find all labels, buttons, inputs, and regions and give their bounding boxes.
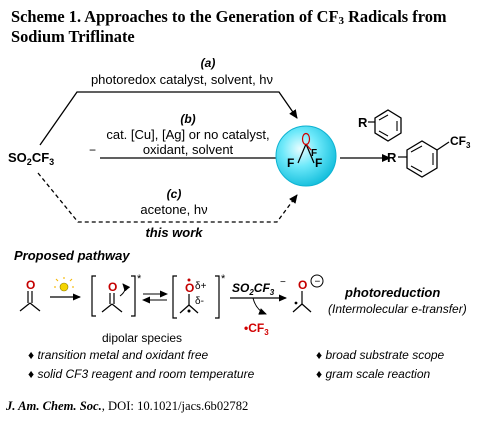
excited-mark-1: * [137, 273, 142, 285]
product-cf3: CF3 [450, 134, 471, 150]
cf3-radical-sphere [275, 125, 337, 187]
pathway-heading: Proposed pathway [14, 248, 130, 263]
ketyl-radical-anion: O − [292, 274, 324, 313]
delta-minus: δ- [195, 296, 204, 307]
light-bulb-icon [54, 277, 74, 292]
doi: , DOI: 10.1021/jacs.6b02782 [101, 399, 249, 413]
anion-mark: − [315, 277, 321, 288]
arene-double-bond [378, 114, 389, 121]
excited-ketone: * O [91, 273, 142, 317]
route-b-conditions-2: oxidant, solvent [143, 142, 234, 157]
radical-release-arrow [252, 297, 267, 315]
photoreduction-label: photoreduction [345, 285, 441, 300]
product-r-label: R [387, 150, 397, 165]
dipolar-species: * O δ+ δ- [172, 273, 226, 319]
dipolar-o: O [185, 281, 194, 295]
radical-orbital [301, 132, 311, 146]
excited-mark-2: * [221, 273, 226, 285]
route-a-letter: (a) [201, 56, 216, 70]
reagent-so2cf3: SO2CF3 [8, 150, 54, 167]
ketone-1-o: O [26, 278, 35, 292]
route-c-arrow [37, 172, 298, 223]
route-a-arrow [39, 91, 298, 146]
radical-bond [305, 143, 312, 151]
radical-bond [297, 143, 307, 164]
product-double-bond [410, 165, 423, 173]
arene-double-bond [378, 130, 389, 137]
arene-r-label: R [358, 115, 368, 130]
radical-f-left: F [287, 156, 294, 170]
route-b-letter: (b) [180, 112, 195, 126]
scheme-title: Scheme 1. Approaches to the Generation o… [11, 7, 491, 47]
citation: J. Am. Chem. Soc., DOI: 10.1021/jacs.6b0… [6, 399, 248, 414]
journal-name: J. Am. Chem. Soc. [6, 399, 102, 413]
title-line2: Sodium Triflinate [11, 27, 135, 46]
bullets-col2: ♦ broad substrate scope ♦ gram scale rea… [316, 346, 444, 384]
pathway-reagent: SO2CF3 [232, 281, 275, 297]
route-c-conditions: acetone, hν [140, 202, 207, 217]
delta-plus: δ+ [195, 281, 207, 292]
radical-bond [305, 143, 315, 164]
bullet-item: ♦ gram scale reaction [316, 367, 431, 381]
bullet-item: ♦ solid CF3 reagent and room temperature [28, 367, 255, 381]
arene-ring [374, 109, 402, 142]
product-double-bond [410, 145, 423, 153]
anion-circle [310, 274, 324, 288]
route-a-conditions: photoredox catalyst, solvent, hν [91, 72, 273, 87]
title-sub: 3 [338, 15, 344, 27]
ketone-1: O [19, 278, 41, 312]
bullet-item: ♦ transition metal and oxidant free [28, 348, 209, 362]
diamond-bullet-icon: ♦ [316, 367, 323, 381]
title-line1-suffix: Radicals from [343, 7, 447, 26]
released-cf3-radical: •CF3 [244, 321, 269, 337]
product-ring [406, 140, 438, 178]
bullet-item: ♦ broad substrate scope [316, 348, 445, 362]
dipolar-species-label: dipolar species [102, 331, 183, 345]
diamond-bullet-icon: ♦ [316, 348, 323, 362]
route-c-note: this work [145, 225, 203, 240]
radical-f-top: F [311, 148, 317, 159]
route-c-letter: (c) [167, 187, 182, 201]
diamond-bullet-icon: ♦ [28, 367, 35, 381]
ketyl-o: O [298, 278, 307, 292]
radical-f-right: F [315, 156, 322, 170]
pathway-reagent-charge: − [280, 277, 286, 288]
reagent-charge: − [89, 143, 96, 157]
route-b-conditions-1: cat. [Cu], [Ag] or no catalyst, [106, 127, 269, 142]
title-line1-prefix: Scheme 1. Approaches to the Generation o… [11, 7, 339, 26]
intermolecular-label: (Intermolecular e-transfer) [328, 302, 467, 316]
bullets-col1: ♦ transition metal and oxidant free ♦ so… [28, 346, 254, 384]
excited-ketone-o: O [108, 280, 117, 294]
product-cf3-bond [436, 141, 450, 151]
diamond-bullet-icon: ♦ [28, 348, 35, 362]
